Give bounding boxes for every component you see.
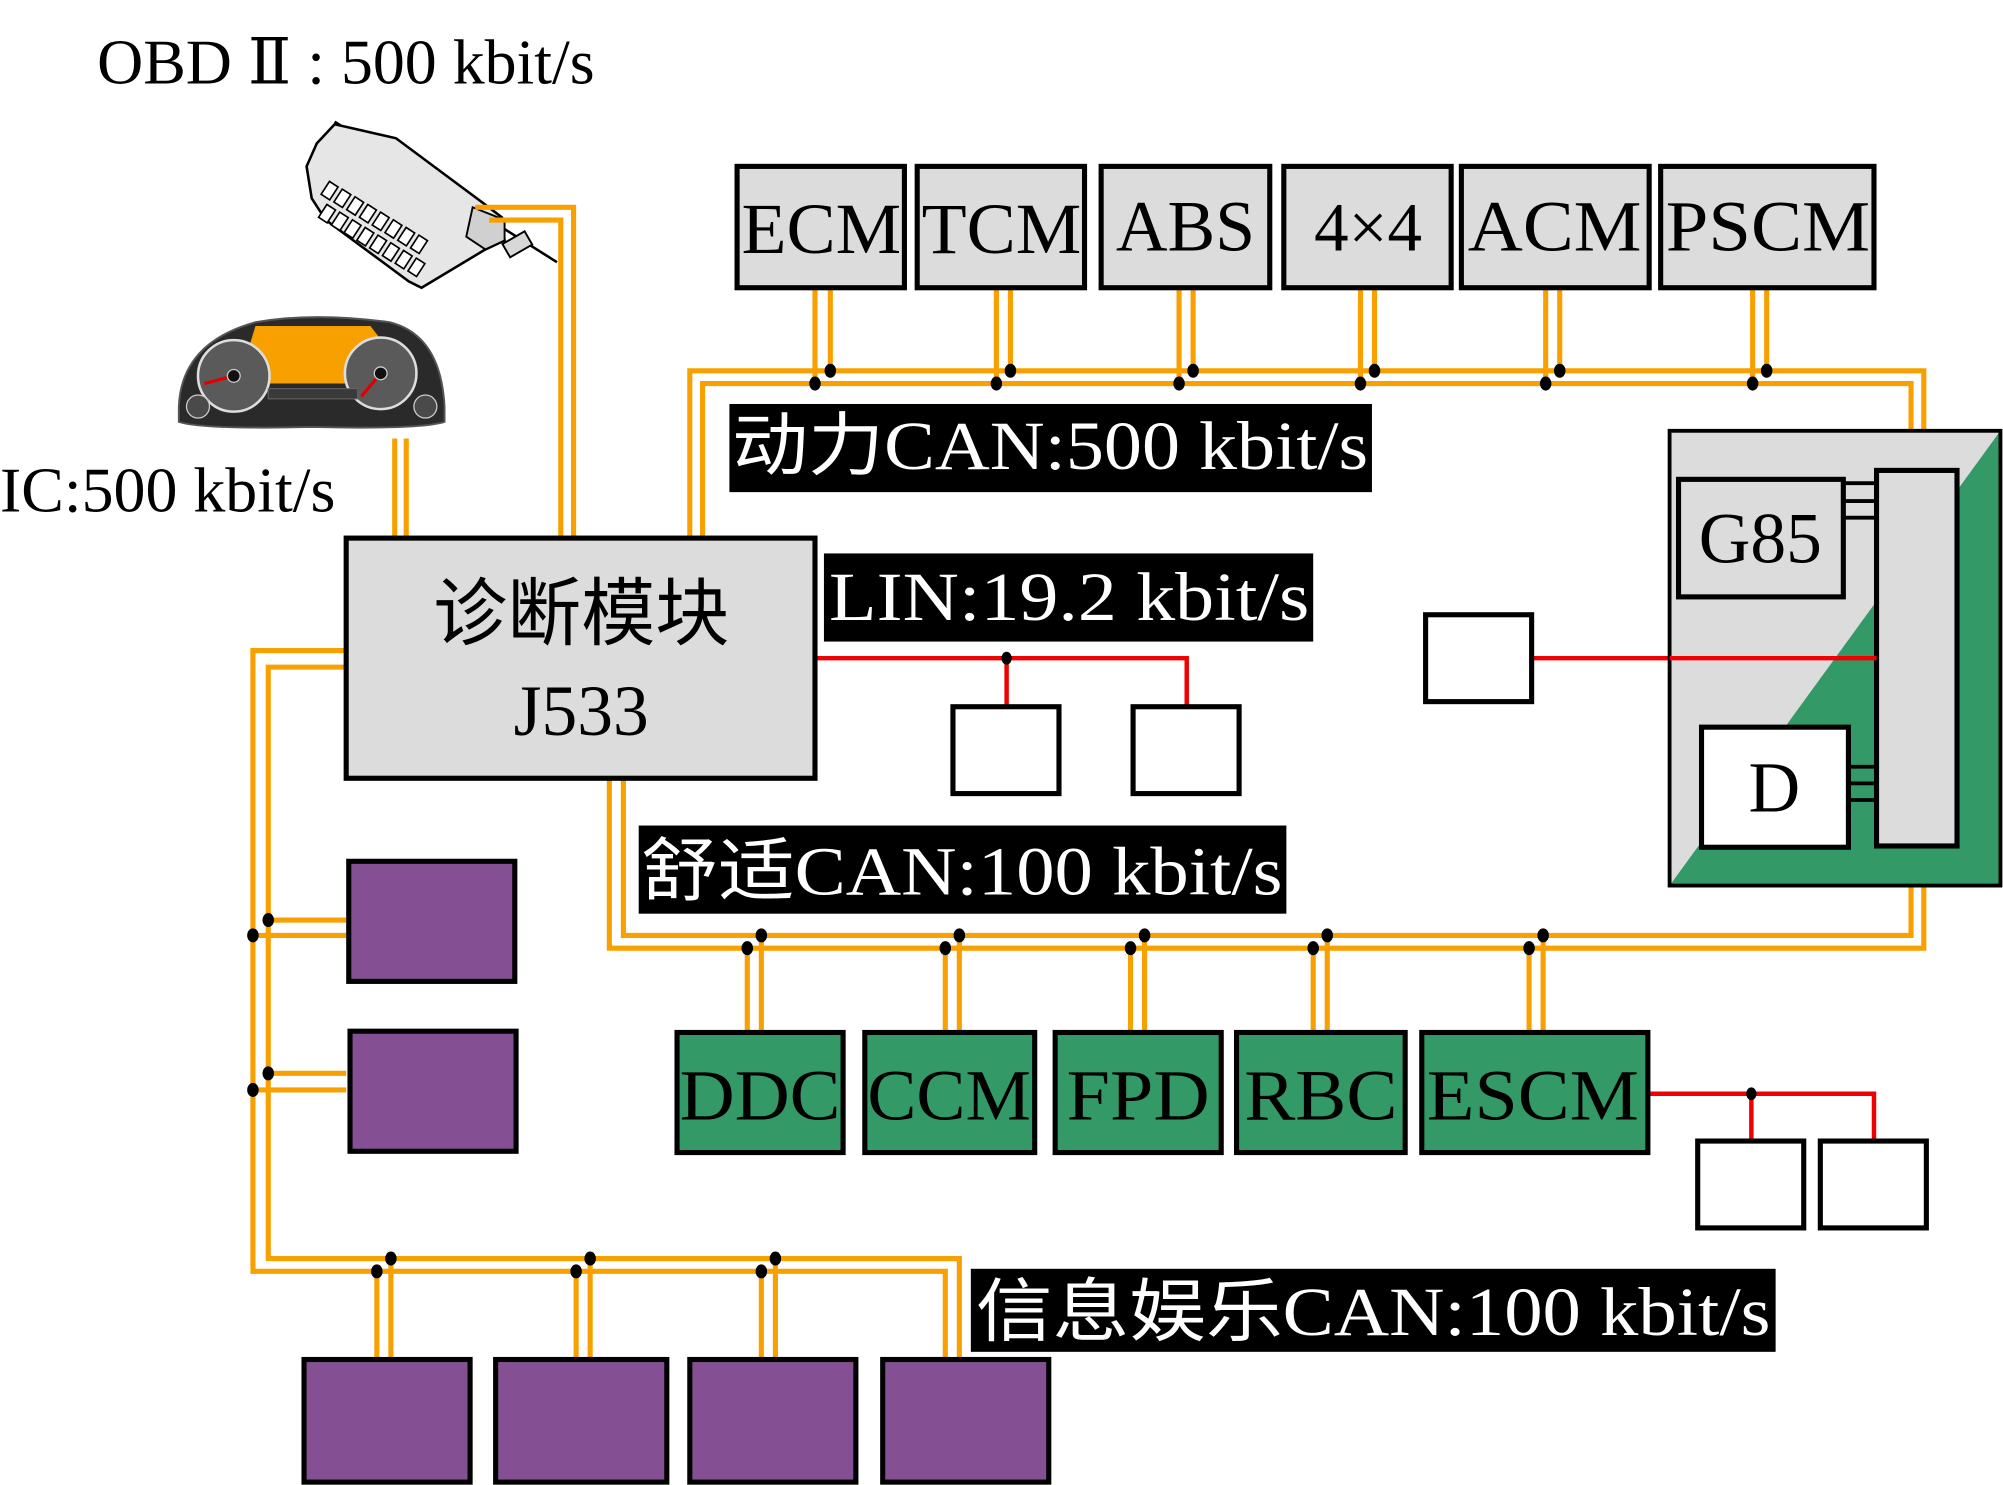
- infotainment-module[interactable]: [687, 1356, 859, 1485]
- infotainment-module[interactable]: [880, 1356, 1052, 1485]
- lin-bus-escm: [1647, 1087, 1877, 1142]
- comfort-module-fpd[interactable]: FPD: [1052, 1029, 1224, 1156]
- powertrain-module-acm[interactable]: ACM: [1458, 163, 1652, 291]
- comfort-can-label: 舒适CAN:100 kbit/s: [638, 825, 1287, 914]
- module-label: ACM: [1468, 188, 1642, 267]
- module-label: 4×4: [1314, 190, 1422, 266]
- module-label: FPD: [1067, 1056, 1210, 1135]
- ic-speed-label: IC:500 kbit/s: [0, 454, 335, 525]
- subsystem-connector-d: [1848, 764, 1877, 802]
- infotainment-module[interactable]: [493, 1356, 670, 1485]
- lin-slave-node[interactable]: [1817, 1138, 1929, 1231]
- powertrain-module-4x4[interactable]: 4×4: [1281, 163, 1454, 291]
- powertrain-can-label: 动力CAN:500 kbit/s: [729, 403, 1372, 493]
- comfort-module-rbc[interactable]: RBC: [1233, 1029, 1408, 1156]
- comfort-junctions: [741, 928, 1549, 956]
- module-label: RBC: [1244, 1056, 1397, 1135]
- module-label: G85: [1699, 499, 1822, 578]
- infotainment-can-label: 信息娱乐CAN:100 kbit/s: [970, 1268, 1776, 1352]
- obd-bus: [475, 204, 577, 539]
- lin-bus-gateway: [814, 651, 1189, 707]
- infotainment-module[interactable]: [346, 858, 518, 984]
- gateway-id: J533: [514, 672, 649, 751]
- svg-text:LIN:19.2 kbit/s: LIN:19.2 kbit/s: [829, 559, 1309, 635]
- module-label: D: [1749, 748, 1801, 827]
- obd-connector-icon: [305, 120, 558, 290]
- module-label: TCM: [922, 190, 1082, 269]
- powertrain-junctions: [809, 363, 1773, 391]
- comfort-module-escm[interactable]: ESCM: [1419, 1029, 1651, 1156]
- comfort-can-bus: [606, 779, 1927, 1033]
- lin-slave-node[interactable]: [1130, 704, 1242, 797]
- infotainment-junctions: [247, 913, 782, 1279]
- comfort-module-ddc[interactable]: DDC: [674, 1029, 846, 1156]
- gateway-module[interactable]: 诊断模块 J533: [343, 535, 818, 781]
- module-label: PSCM: [1666, 188, 1870, 267]
- lin-label: LIN:19.2 kbit/s: [823, 553, 1314, 642]
- instrument-cluster-icon: [177, 316, 446, 429]
- svg-text:动力CAN:500 kbit/s: 动力CAN:500 kbit/s: [732, 408, 1368, 484]
- subsystem-module-d[interactable]: D: [1698, 724, 1851, 850]
- comfort-module-ccm[interactable]: CCM: [862, 1029, 1038, 1156]
- subsystem-connector-g85: [1843, 481, 1877, 520]
- module-label: CCM: [867, 1056, 1031, 1135]
- powertrain-module-pscm[interactable]: PSCM: [1658, 163, 1877, 291]
- svg-text:信息娱乐CAN:100 kbit/s: 信息娱乐CAN:100 kbit/s: [976, 1274, 1771, 1350]
- module-label: ECM: [742, 190, 902, 269]
- infotainment-module[interactable]: [347, 1028, 519, 1154]
- gateway-name: 诊断模块: [433, 574, 729, 656]
- module-label: ESCM: [1427, 1056, 1639, 1135]
- powertrain-can-bus: [687, 287, 1927, 539]
- powertrain-module-tcm[interactable]: TCM: [914, 163, 1088, 291]
- powertrain-module-abs[interactable]: ABS: [1098, 163, 1273, 291]
- infotainment-module[interactable]: [301, 1356, 473, 1485]
- subsystem-bus-module[interactable]: [1873, 467, 1960, 849]
- module-label: DDC: [680, 1056, 841, 1135]
- lin-slave-node[interactable]: [950, 704, 1062, 797]
- obd-speed-label: OBD Ⅱ : 500 kbit/s: [97, 26, 595, 97]
- infotainment-can-bus: [250, 647, 962, 1360]
- powertrain-module-ecm[interactable]: ECM: [734, 163, 907, 291]
- module-label: ABS: [1116, 188, 1255, 267]
- subsystem-module-g85[interactable]: G85: [1675, 476, 1846, 600]
- lin-slave-node[interactable]: [1695, 1138, 1807, 1231]
- lin-slave-node[interactable]: [1423, 612, 1535, 705]
- svg-text:舒适CAN:100 kbit/s: 舒适CAN:100 kbit/s: [641, 834, 1282, 910]
- ic-bus: [392, 438, 409, 539]
